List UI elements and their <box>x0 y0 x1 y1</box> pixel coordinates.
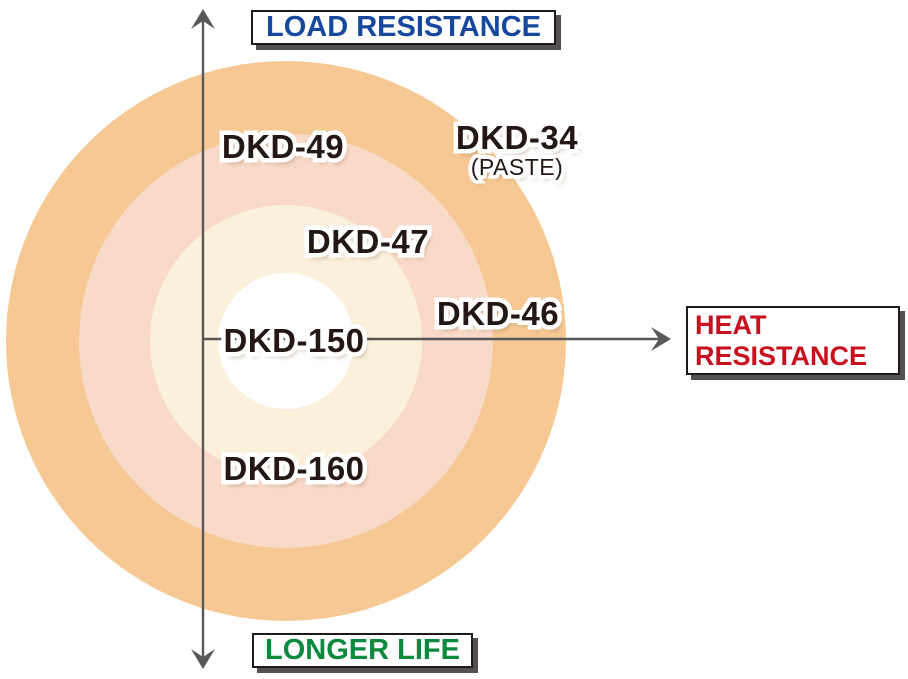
axis-title-heat-resistance: HEAT RESISTANCE <box>686 306 900 375</box>
product-label-text: DKD-160 <box>223 449 365 487</box>
axis-title-text: LONGER LIFE <box>265 634 460 666</box>
axis-title-line1: HEAT <box>695 309 767 340</box>
arrow-up-icon <box>191 9 215 29</box>
product-sublabel-text: (PASTE) <box>470 154 564 181</box>
product-label-dkd-150: DKD-150 DKD-150 <box>219 318 369 362</box>
product-label-text: DKD-46 <box>436 294 560 332</box>
product-label-text: DKD-47 <box>306 222 430 260</box>
arrow-right-icon <box>651 327 671 351</box>
product-label-row: DKD-150 DKD-150 <box>219 318 369 362</box>
product-label-text: DKD-150 <box>223 321 365 359</box>
product-label-row: DKD-34 DKD-34 <box>451 116 582 160</box>
product-label-dkd-49: DKD-49 DKD-49 <box>217 124 348 168</box>
product-label-text: DKD-34 <box>455 119 579 157</box>
ring-center <box>218 273 354 409</box>
product-label-row: DKD-47 DKD-47 <box>302 219 433 263</box>
arrow-down-icon <box>191 649 215 669</box>
product-label-subrow: (PASTE) (PASTE) <box>456 151 578 184</box>
product-label-outline: DKD-46 <box>432 291 563 335</box>
product-label-dkd-47: DKD-47 DKD-47 <box>302 219 433 263</box>
product-label-outline: DKD-160 <box>219 446 369 490</box>
product-label-row: DKD-46 DKD-46 <box>432 291 563 335</box>
product-label-outline: DKD-34 <box>451 116 582 160</box>
product-label-row: DKD-160 DKD-160 <box>219 446 369 490</box>
product-label-dkd-46: DKD-46 DKD-46 <box>432 291 563 335</box>
product-label-outline: DKD-49 <box>217 124 348 168</box>
axis-title-text: LOAD RESISTANCE <box>266 11 541 43</box>
axis-title-load-resistance: LOAD RESISTANCE <box>251 10 556 45</box>
product-label-row: DKD-49 DKD-49 <box>217 124 348 168</box>
product-label-outline: DKD-150 <box>219 318 369 362</box>
axis-title-line2: RESISTANCE <box>695 340 868 371</box>
product-label-dkd-34: DKD-34 DKD-34 (PASTE) (PASTE) <box>451 116 582 184</box>
product-label-outline: DKD-47 <box>302 219 433 263</box>
axis-title-longer-life: LONGER LIFE <box>252 633 473 668</box>
product-label-dkd-160: DKD-160 DKD-160 <box>219 446 369 490</box>
product-sublabel-outline: (PASTE) <box>467 151 566 184</box>
product-label-text: DKD-49 <box>221 127 345 165</box>
